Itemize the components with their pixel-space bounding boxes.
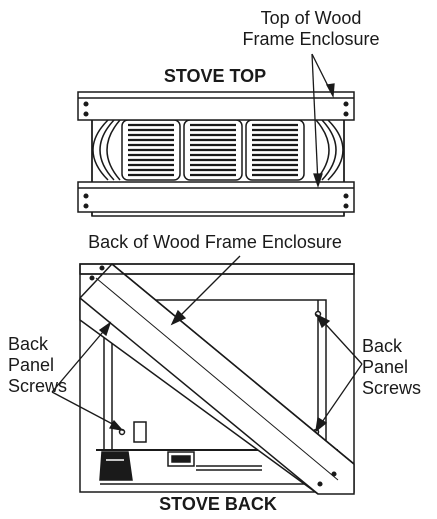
stove-top-title: STOVE TOP bbox=[163, 66, 267, 86]
stove-back-view bbox=[51, 255, 363, 495]
left-leg bbox=[99, 451, 133, 481]
top-frame-leaders bbox=[311, 53, 335, 189]
right-screws-label: Back Panel Screws bbox=[362, 336, 434, 399]
top-frame-label-line1: Top of Wood bbox=[260, 8, 362, 28]
back-frame-leader bbox=[170, 255, 241, 326]
back-panel-small-plate bbox=[133, 421, 147, 443]
left-screws-label: Back Panel Screws bbox=[8, 334, 78, 397]
right-screws-label-line3: Screws bbox=[362, 378, 422, 398]
left-screws-label-line3: Screws bbox=[8, 376, 68, 396]
left-screws-label-line2: Panel bbox=[8, 355, 55, 375]
right-screw-leaders bbox=[315, 313, 363, 433]
top-frame-label: Top of Wood Frame Enclosure bbox=[218, 8, 404, 50]
top-frame-label-line2: Frame Enclosure bbox=[242, 29, 380, 49]
back-frame-label: Back of Wood Frame Enclosure bbox=[88, 232, 342, 252]
louver-grill bbox=[121, 119, 305, 181]
right-screws-label-line2: Panel bbox=[362, 357, 409, 377]
stove-back-title: STOVE BACK bbox=[159, 494, 277, 514]
top-frame-board-lower bbox=[77, 181, 355, 213]
left-screws-label-line1: Back bbox=[8, 334, 49, 354]
right-screws-label-line1: Back bbox=[362, 336, 403, 356]
left-curved-housing bbox=[106, 119, 121, 181]
top-frame-board-upper bbox=[77, 91, 355, 121]
left-screw-leaders bbox=[51, 321, 124, 431]
stove-top-view bbox=[77, 53, 355, 217]
back-frame-top bbox=[79, 263, 355, 275]
